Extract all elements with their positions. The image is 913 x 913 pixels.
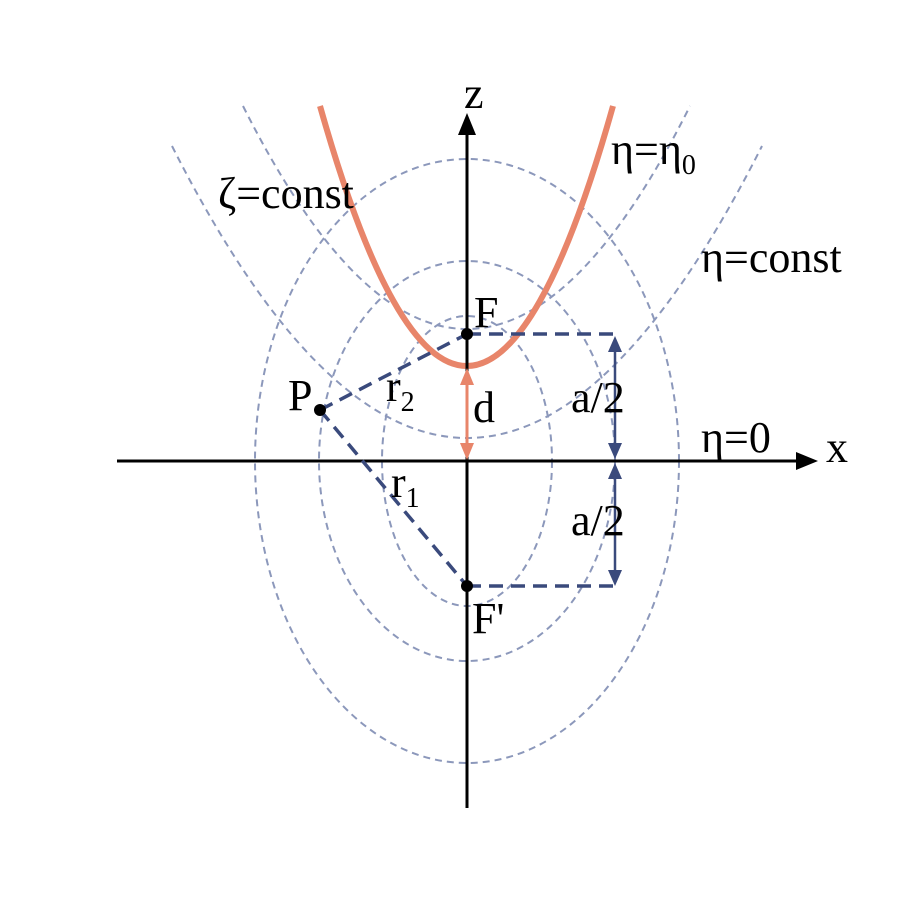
lower-dimension-arrowhead-bottom	[608, 570, 622, 586]
r2-subscript: 2	[401, 387, 415, 418]
construction-lines	[318, 332, 613, 588]
focus-lower-label: F'	[472, 594, 504, 643]
points	[314, 328, 473, 592]
upper-dimension-arrowhead-top	[608, 336, 622, 352]
point-p-label: P	[288, 371, 312, 420]
a-half-lower-label: a/2	[571, 496, 625, 545]
eta-eta0-base: η=η	[611, 125, 682, 174]
x-axis-label: x	[826, 423, 848, 472]
zeta-const-label: ζ=const	[218, 169, 354, 218]
focus-upper-dot	[461, 328, 473, 340]
a-half-upper-label: a/2	[571, 373, 625, 422]
eta-eta0-label: η=η0	[611, 125, 696, 181]
r2-segment	[319, 332, 468, 412]
focus-upper-label: F	[474, 288, 498, 337]
r1-base: r	[391, 458, 406, 507]
d-label: d	[473, 383, 495, 432]
eta-zero-label: η=0	[701, 413, 771, 462]
r2-label: r2	[386, 362, 415, 418]
d-arrowhead-top	[460, 368, 474, 385]
r2-base: r	[386, 362, 401, 411]
axes	[117, 113, 818, 808]
lower-dimension-arrowhead-top	[608, 463, 622, 479]
eta-eta0-subscript: 0	[682, 150, 696, 181]
z-axis-label: z	[464, 69, 484, 118]
eta-const-label: η=const	[701, 233, 842, 282]
point-p-dot	[314, 404, 326, 416]
d-arrowhead-bottom	[460, 443, 474, 460]
r1-segment	[318, 408, 469, 588]
d-arrow	[460, 368, 474, 460]
focus-lower-dot	[461, 580, 473, 592]
r1-subscript: 1	[406, 483, 420, 514]
z-axis-arrowhead	[458, 113, 476, 135]
a-half-arrows	[608, 336, 622, 586]
r1-label: r1	[391, 458, 420, 514]
x-axis-arrowhead	[796, 452, 818, 470]
upper-dimension-arrowhead-bottom	[608, 443, 622, 459]
